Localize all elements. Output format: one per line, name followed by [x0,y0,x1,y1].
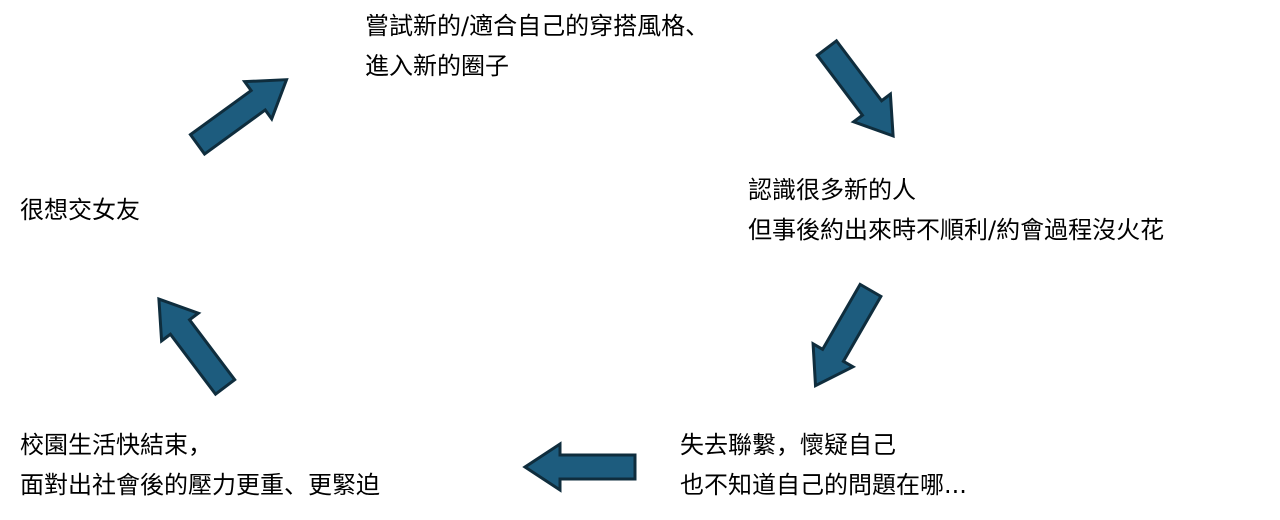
node-text-line: 面對出社會後的壓力更重、更緊迫 [20,471,380,499]
node-lose-contact: 失去聯繫，懷疑自己 也不知道自己的問題在哪... [680,425,967,505]
arrow-icon [188,78,289,157]
arrow-icon [815,38,895,139]
node-want-girlfriend: 很想交女友 [20,190,140,230]
arrow-icon [157,296,237,397]
node-text-line: 進入新的圈子 [365,52,509,80]
node-text-line: 嘗試新的/適合自己的穿搭風格、 [365,12,710,40]
node-try-new-style: 嘗試新的/適合自己的穿搭風格、 進入新的圈子 [365,6,709,86]
node-text-line: 認識很多新的人 [748,176,916,204]
arrow-icon [811,282,883,388]
node-text-line: 也不知道自己的問題在哪... [680,471,967,499]
node-campus-ending: 校園生活快結束， 面對出社會後的壓力更重、更緊迫 [20,425,380,505]
node-text-line: 失去聯繫，懷疑自己 [680,431,896,459]
node-text-line: 很想交女友 [20,196,140,224]
arrow-icon [522,441,637,493]
node-text-line: 但事後約出來時不順利/約會過程沒火花 [748,216,1165,244]
node-text-line: 校園生活快結束， [20,431,212,459]
node-meet-new-people: 認識很多新的人 但事後約出來時不順利/約會過程沒火花 [748,170,1164,250]
